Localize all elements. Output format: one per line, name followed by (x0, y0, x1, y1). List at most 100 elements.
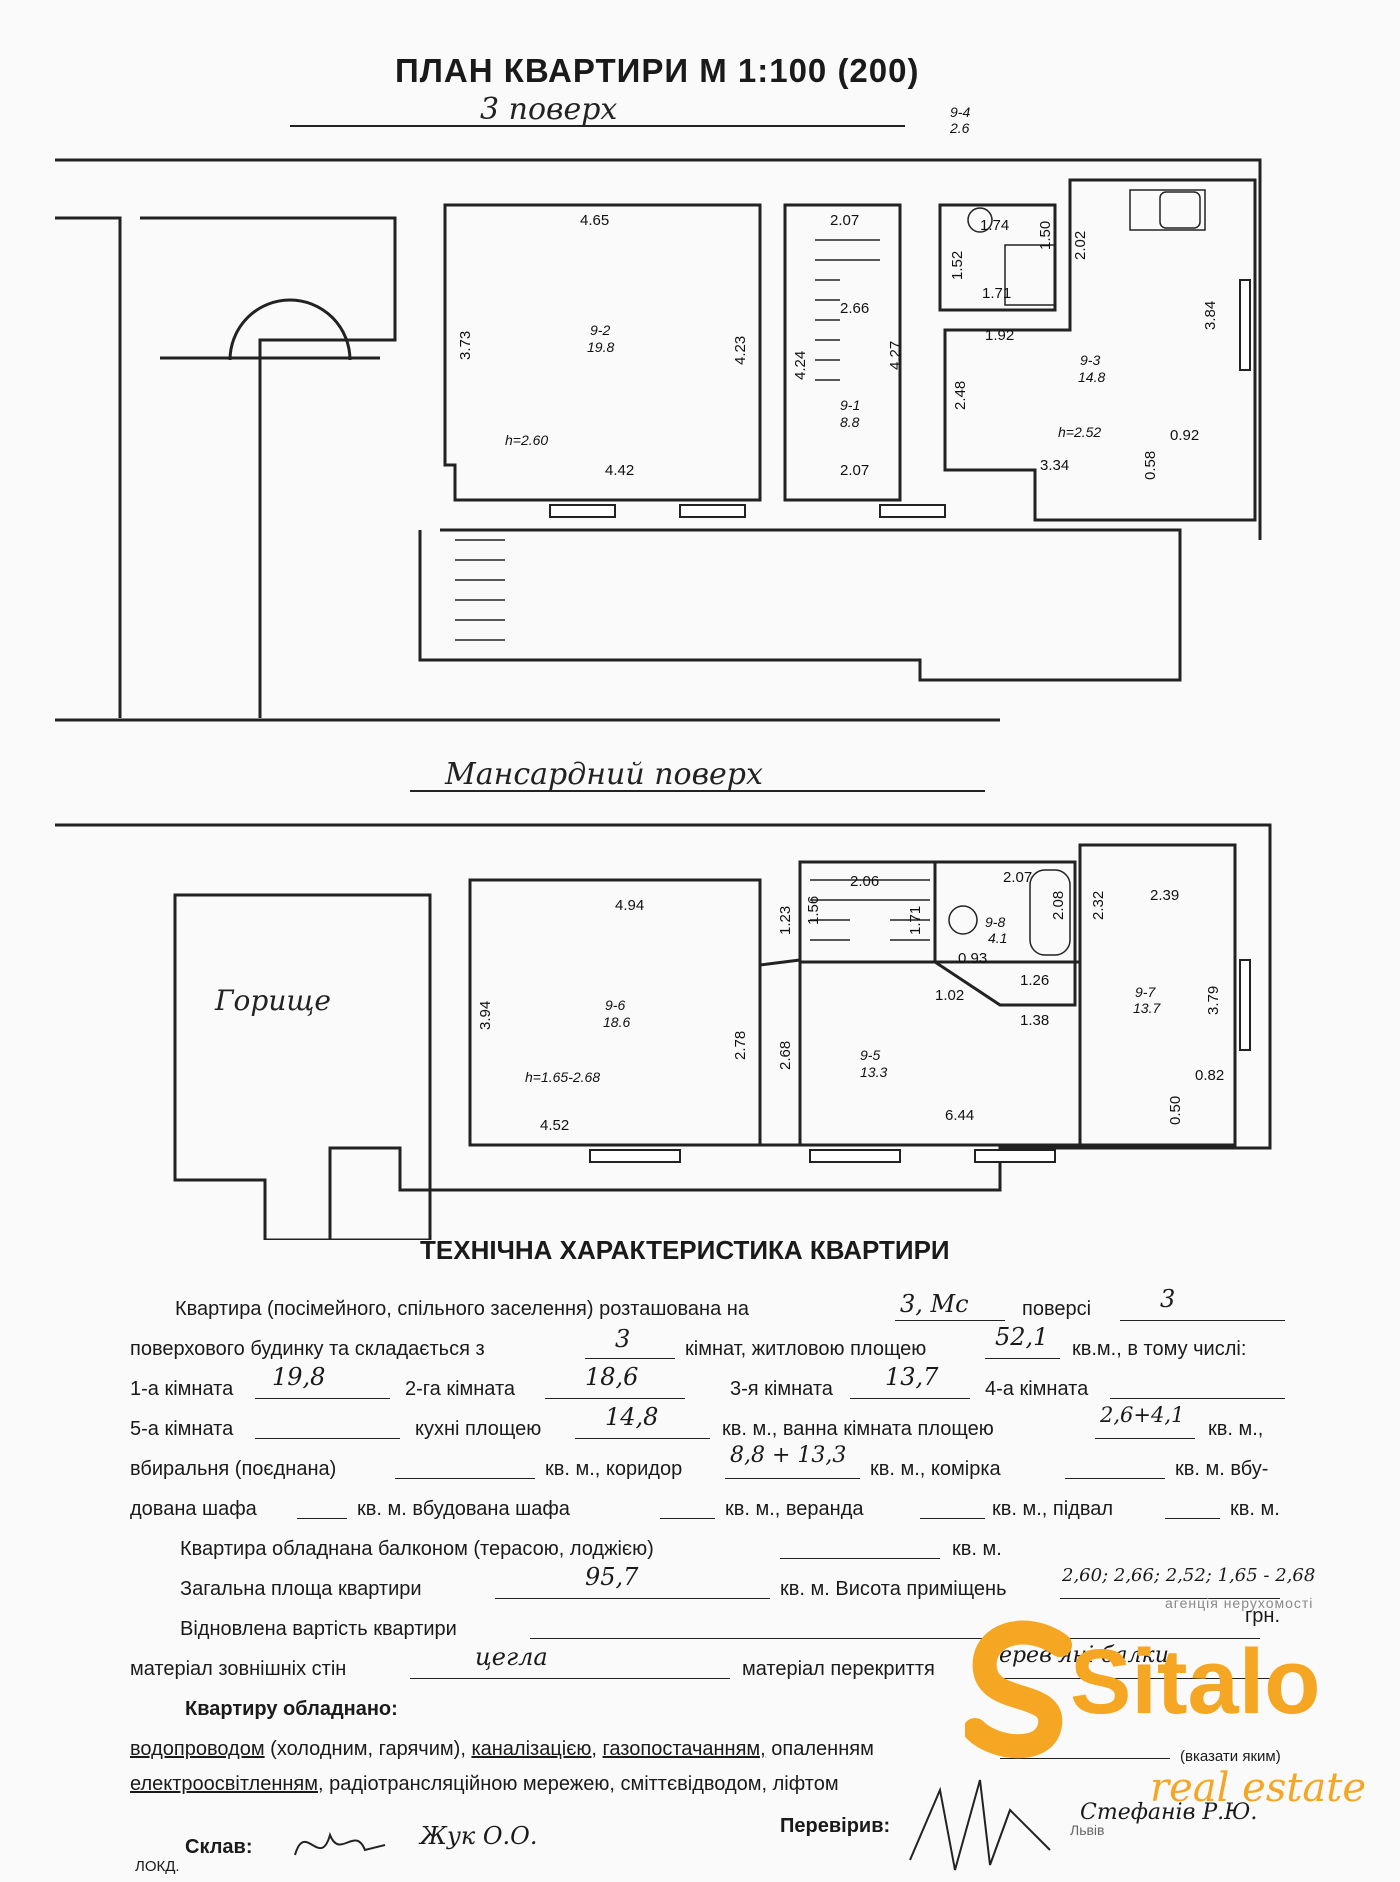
gas-supply: газопостачанням, (602, 1738, 766, 1760)
kitchen-value: 14,8 (605, 1403, 659, 1431)
tech-l2a: поверхового будинку та складається з (130, 1338, 485, 1360)
tech-l6b: кв. м. вбудована шафа (357, 1498, 570, 1520)
room-id: 9-5 (860, 1047, 880, 1063)
rule (660, 1518, 715, 1519)
tech-l11: Квартиру обладнано: (185, 1698, 398, 1720)
tech-l1a: Квартира (посімейного, спільного заселен… (175, 1298, 749, 1320)
tech-l2c: кв.м., в тому числі: (1072, 1338, 1247, 1360)
room-area: 14.8 (1078, 369, 1105, 385)
room1-value: 19,8 (272, 1363, 326, 1391)
attic-room-labels: 9-6 18.6 h=1.65-2.68 9-5 13.3 9-8 4.1 9-… (525, 914, 1161, 1085)
floor3-dim: 0.92 (1170, 427, 1199, 444)
attic-dim: 2.07 (1003, 869, 1032, 886)
attic-dim: 1.38 (1020, 1012, 1049, 1029)
room-height: h=2.60 (505, 432, 548, 448)
floor3-dim: 1.92 (985, 327, 1014, 344)
total-area-value: 95,7 (585, 1563, 639, 1591)
attic-dim: 2.08 (1050, 891, 1067, 920)
floor3-room-labels: 9-2 19.8 h=2.60 9-1 8.8 9-3 14.8 h=2.52 … (505, 104, 1105, 448)
attic-dim: 2.06 (850, 873, 879, 890)
attic-floor-label: Мансардний поверх (445, 757, 763, 792)
ceiling-value: дерев'яні балки (985, 1643, 1169, 1668)
attic-dim: 2.39 (1150, 887, 1179, 904)
floor-plan-drawing: 4.65 3.73 4.23 4.42 2.07 2.66 4.24 4.27 … (55, 104, 1272, 1240)
room-id: 9-7 (1135, 984, 1156, 1000)
tech-l3c: 3-я кімната (730, 1378, 833, 1400)
tech-l5d: кв. м. вбу- (1175, 1458, 1269, 1480)
rule (255, 1398, 390, 1399)
floor3-dim: 3.73 (457, 331, 474, 360)
made-label: Склав: (185, 1836, 253, 1858)
rule (1120, 1320, 1285, 1321)
attic-dim: 0.93 (958, 950, 987, 967)
heating: опаленням (771, 1738, 874, 1760)
room-area: 13.3 (860, 1064, 887, 1080)
rule (920, 1518, 985, 1519)
attic-dim: 1.71 (907, 906, 924, 935)
tech-l5a: вбиральня (поєднана) (130, 1458, 337, 1480)
attic-dim: 3.94 (477, 1001, 494, 1030)
tech-l3a: 1-а кімната (130, 1378, 234, 1400)
watermark-sub: real estate (1150, 1765, 1367, 1811)
room-height: h=2.52 (1058, 424, 1101, 440)
tech-l1b: поверсі (1022, 1298, 1092, 1320)
bath-value: 2,6+4,1 (1100, 1403, 1185, 1427)
attic-dim: 2.78 (732, 1031, 749, 1060)
room-height: h=1.65-2.68 (525, 1069, 600, 1085)
room-area: 2.6 (949, 120, 970, 136)
attic-space-label: Горище (214, 984, 331, 1017)
attic-dim: 1.56 (805, 896, 822, 925)
rule (575, 1438, 710, 1439)
tech-l8a: Загальна площа квартири (180, 1578, 422, 1600)
attic-underline (410, 790, 985, 792)
room-id: 9-3 (1080, 352, 1100, 368)
rule (975, 1678, 1275, 1679)
room-area: 19.8 (587, 339, 614, 355)
tech-title: ТЕХНІЧНА ХАРАКТЕРИСТИКА КВАРТИРИ (420, 1235, 950, 1265)
room-id: 9-1 (840, 397, 860, 413)
rule (780, 1558, 940, 1559)
tech-l7b: кв. м. (952, 1538, 1002, 1560)
watermark-brand: Sitalo (1070, 1631, 1321, 1733)
attic-dim: 4.94 (615, 897, 644, 914)
corridor-value: 8,8 + 13,3 (730, 1443, 847, 1468)
tech-l4b: кухні площею (415, 1418, 542, 1440)
tech-l12: водопроводом (холодним, гарячим), каналі… (130, 1738, 874, 1761)
tech-l5b: кв. м., коридор (545, 1458, 683, 1480)
tech-l8b: кв. м. Висота приміщень (780, 1578, 1007, 1600)
rule (410, 1678, 730, 1679)
tech-l6a: дована шафа (130, 1498, 257, 1520)
attic-dim: 1.23 (777, 906, 794, 935)
rule (1060, 1598, 1280, 1599)
sewerage: каналізацією, (471, 1738, 597, 1760)
floor3-dim: 2.07 (830, 212, 859, 229)
rule (895, 1320, 1005, 1321)
room-area: 13.7 (1133, 1000, 1161, 1016)
room-area: 18.6 (603, 1014, 630, 1030)
tech-l7a: Квартира обладнана балконом (терасою, ло… (180, 1538, 654, 1560)
attic-dim: 1.26 (1020, 972, 1049, 989)
rule (725, 1478, 860, 1479)
room-id: 9-8 (985, 914, 1005, 930)
rule (495, 1598, 770, 1599)
room-id: 9-6 (605, 997, 625, 1013)
floor3-dim: 4.27 (887, 341, 904, 370)
rule (255, 1438, 400, 1439)
tech-l10b: матеріал перекриття (742, 1658, 935, 1680)
floor3-dim: 3.34 (1040, 457, 1069, 474)
made-name: Жук О.О. (420, 1822, 538, 1850)
floor3-dim: 1.50 (1037, 221, 1054, 250)
rule (297, 1518, 347, 1519)
tech-l2b: кімнат, житловою площею (685, 1338, 927, 1360)
storeys-value: 3 (1160, 1285, 1176, 1313)
room2-value: 18,6 (585, 1363, 639, 1391)
floor3-underline (290, 125, 905, 127)
tech-l5c: кв. м., комірка (870, 1458, 1001, 1480)
floor3-dim: 4.23 (732, 336, 749, 365)
floor3-dim: 0.58 (1142, 451, 1159, 480)
checked-name: Стефанів Р.Ю. (1080, 1800, 1258, 1825)
floor3-dim: 3.84 (1202, 301, 1219, 330)
rule (850, 1398, 970, 1399)
heating-note: (вказати яким) (1180, 1748, 1281, 1765)
